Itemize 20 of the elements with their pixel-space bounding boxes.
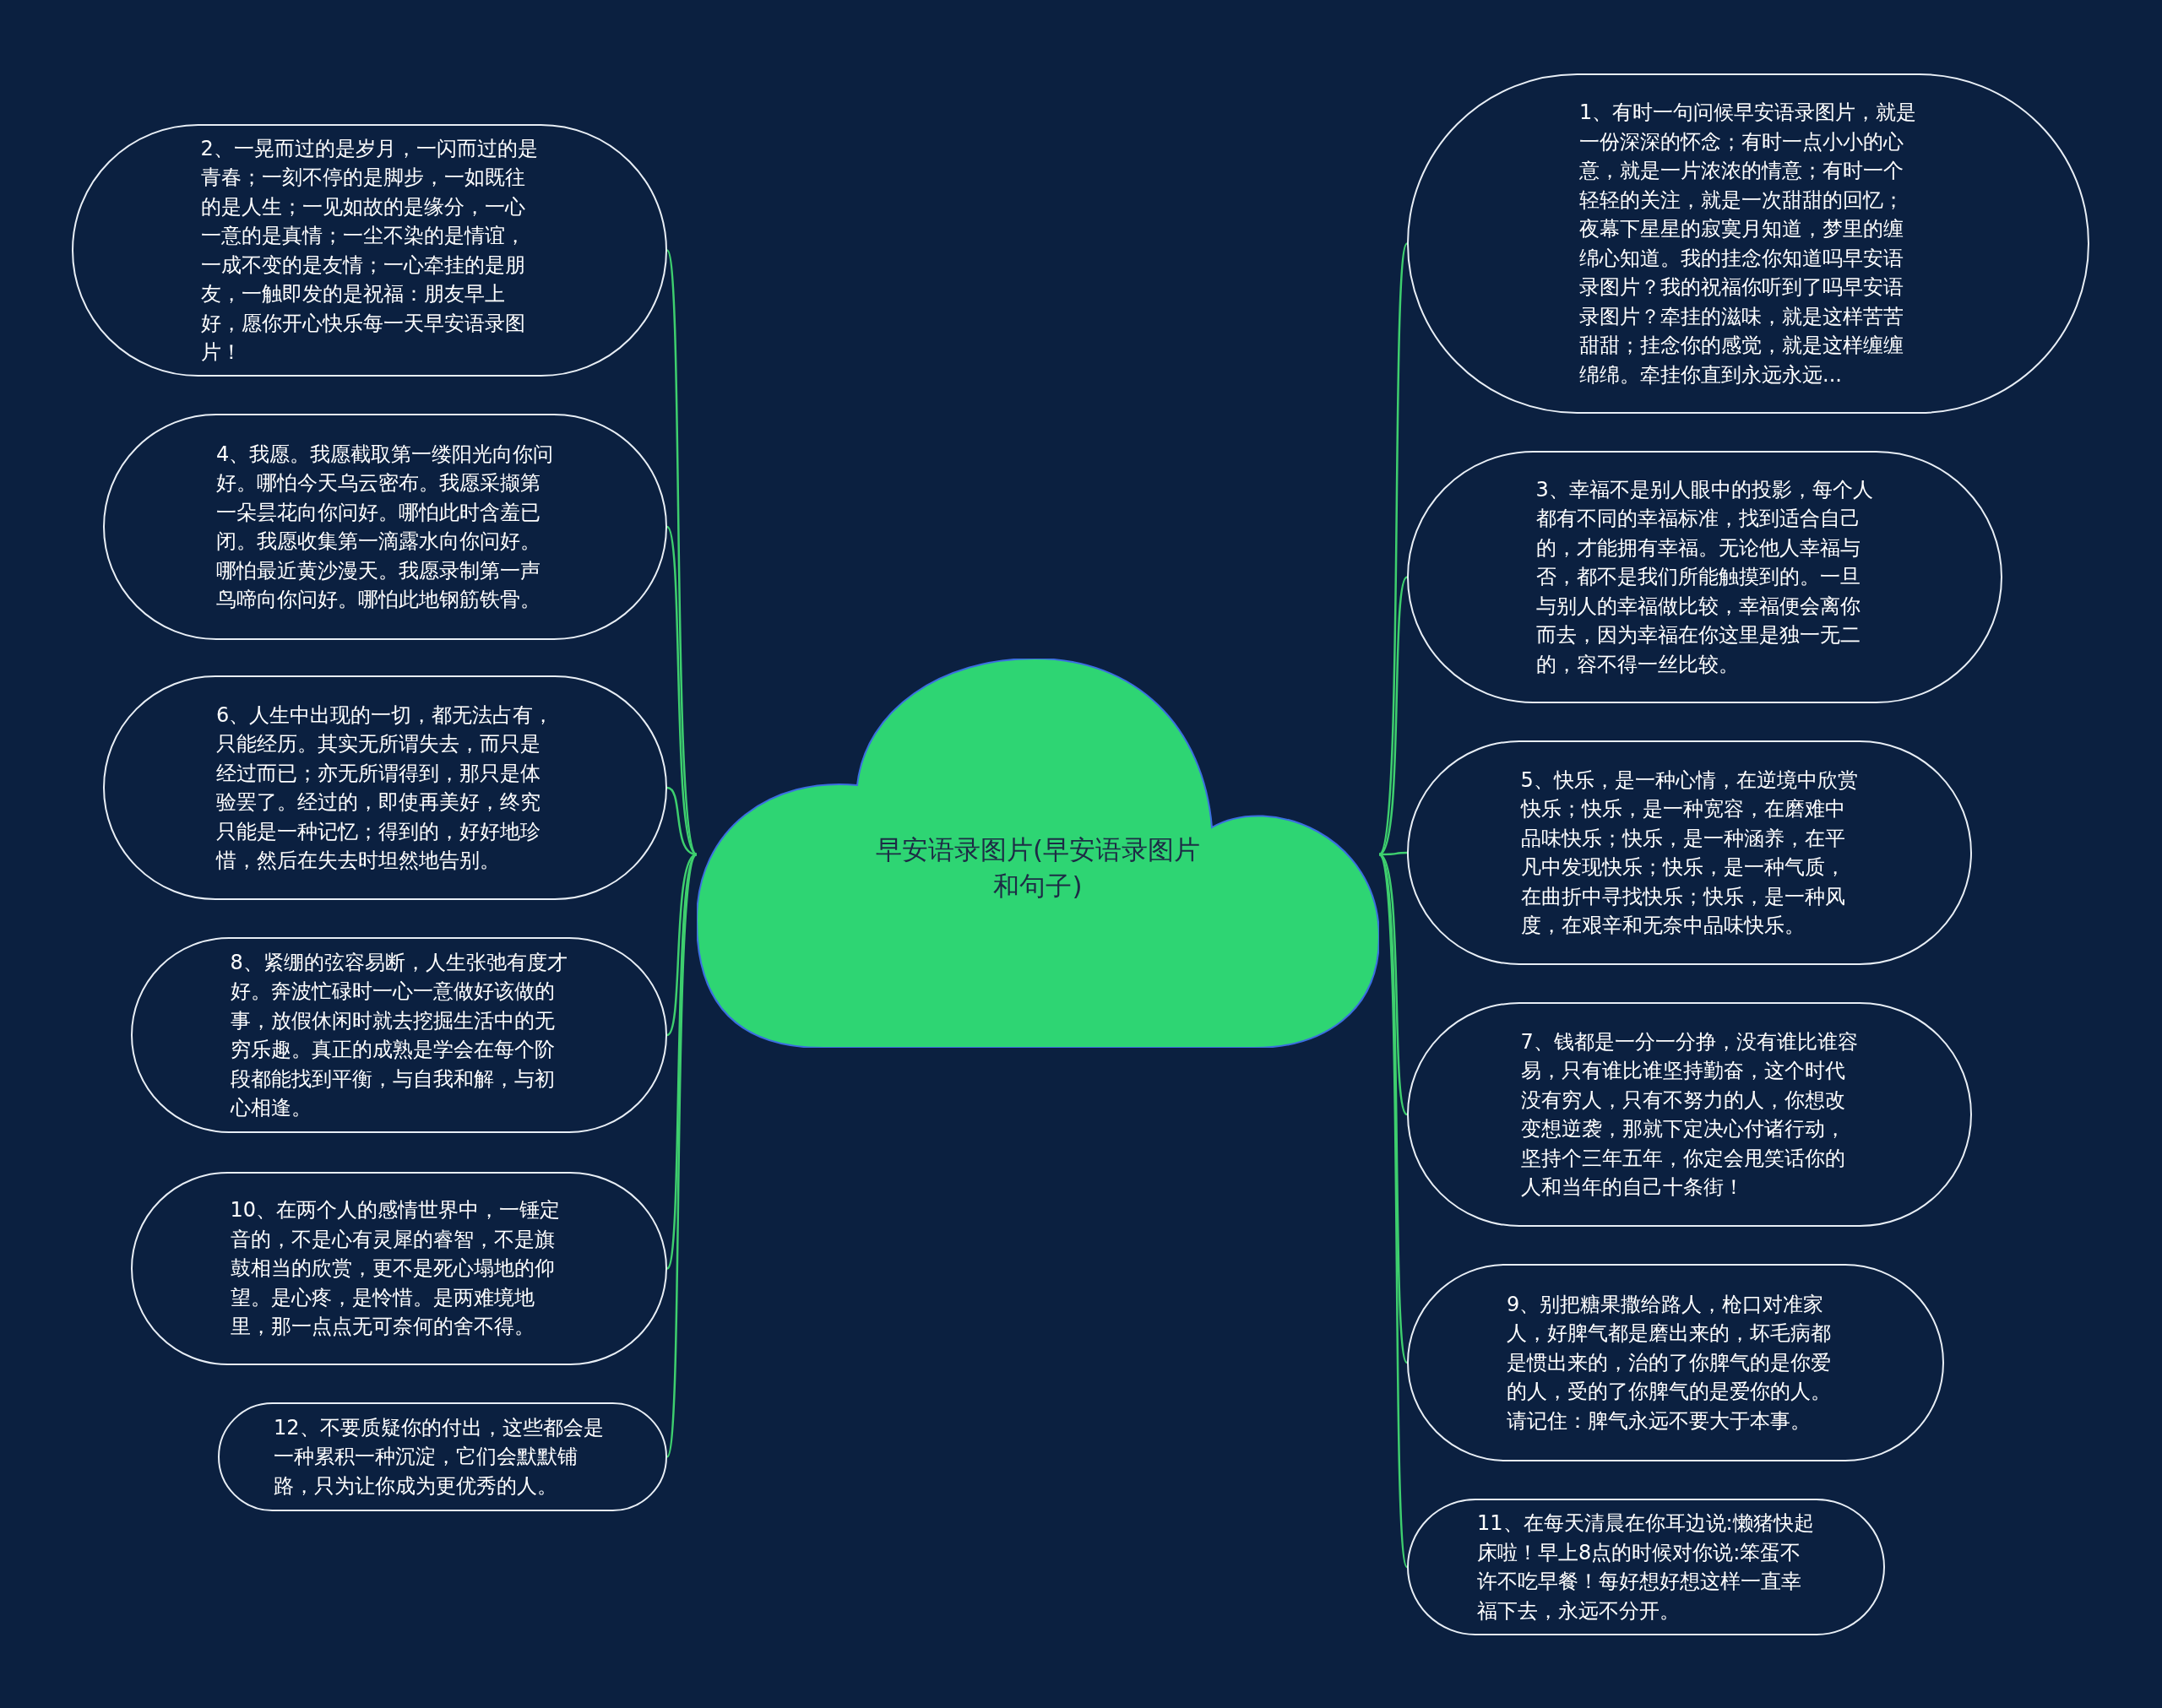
quote-text: 3、幸福不是别人眼中的投影，每个人都有不同的幸福标准，找到适合自己的，才能拥有幸福。无论他人幸福与否，都不是我们所能触摸到的。一旦与别人的幸福做比较，幸福便会离你而去，因为幸福在你这里是独一无二的，容不得一丝比较。 (1535, 476, 1874, 678)
connector-line (665, 854, 698, 1457)
quote-text: 10、在两个人的感情世界中，一锤定音的，不是心有灵犀的睿智，不是旗鼓相当的欣赏，更不是死心塌地的仰望。是心疼，是怜惜。是两难境地里，那一点点无可奈何的舍不得。 (230, 1197, 562, 1341)
topic-title: 早安语录图片(早安语录图片和句子) (874, 833, 1202, 903)
connector-line (1379, 851, 1407, 856)
quote-text: 8、紧绷的弦容易断，人生张弛有度才好。奔波忙碌时一心一意做好该做的事，放假休闲时就去挖掘生活中的无穷乐趣。真正的成熟是学会在每个阶段都能找到平衡，与自我和解，与初心相逢。 (230, 949, 568, 1121)
quote-text: 9、别把糖果撒给路人，枪口对准家人，好脾气都是磨出来的，坏毛病都是惯出来的，治的了你脾气的是你爱的人，受的了你脾气的是爱你的人。请记住：脾气永远不要大于本事。 (1507, 1291, 1832, 1434)
quote-text: 1、有时一句问候早安语录图片，就是一份深深的怀念；有时一点小小的心意，就是一片浓浓的情意；有时一个轻轻的关注，就是一次甜甜的回忆；夜幕下星星的寂寞月知道，梦里的缠绵心知道。我的挂念你知道吗早安语录图片？我的祝福你听到了吗早安语录图片？牵挂的滋味，就是这样苦苦甜甜；挂念你的感觉，就是这样缠缠绵绵。牵挂你直到永远永远... (1579, 100, 1917, 388)
connector-line (1377, 854, 1409, 1568)
connector-line (665, 526, 698, 855)
quote-text: 2、一晃而过的是岁月，一闪而过的是青春；一刻不停的是脚步，一如既往的是人生；一见如故的是缘分，一心一意的是真情；一尘不染的是情谊，一成不变的是友情；一心牵挂的是朋友，一触即发的是祝福：朋友早上好，愿你开心快乐每一天早安语录图片！ (200, 135, 539, 366)
quote-text: 12、不要质疑你的付出，这些都会是一种累积一种沉淀，它们会默默铺路，只为让你成为更优秀的人。 (274, 1414, 605, 1499)
connector-line (666, 853, 698, 1036)
quote-text: 11、在每天清晨在你耳边说:懒猪快起床啦！早上8点的时候对你说:笨蛋不许不吃早餐！每好想好想这样一直幸福下去，永远不分开。 (1477, 1510, 1815, 1624)
connector-line (1378, 576, 1409, 855)
quote-text: 4、我愿。我愿截取第一缕阳光向你问好。哪怕今天乌云密布。我愿采撷第一朵昙花向你问好。哪怕此时含羞已闭。我愿收集第一滴露水向你问好。哪怕最近黄沙漫天。我愿录制第一声鸟啼向你问好。哪怕此地钢筋铁骨。 (216, 441, 554, 613)
quote-text: 7、钱都是一分一分挣，没有谁比谁容易，只有谁比谁坚持勤奋，这个时代没有穷人，只有不努力的人，你想改变想逆袭，那就下定决心付诸行动，坚持个三年五年，你定会甩笑话你的人和当年的自己十条街！ (1520, 1028, 1859, 1201)
quote-text: 5、快乐，是一种心情，在逆境中欣赏快乐；快乐，是一种宽容，在磨难中品味快乐；快乐，是一种涵养，在平凡中发现快乐；快乐，是一种气质，在曲折中寻找快乐；快乐，是一种风度，在艰辛和无奈中品味快乐。 (1520, 767, 1859, 939)
quote-text: 6、人生中出现的一切，都无法占有，只能经历。其实无所谓失去，而只是经过而已；亦无所谓得到，那只是体验罢了。经过的，即使再美好，终究只能是一种记忆；得到的，好好地珍惜，然后在失去时坦然地告别。 (216, 702, 554, 874)
cloud-shape (697, 659, 1379, 1048)
